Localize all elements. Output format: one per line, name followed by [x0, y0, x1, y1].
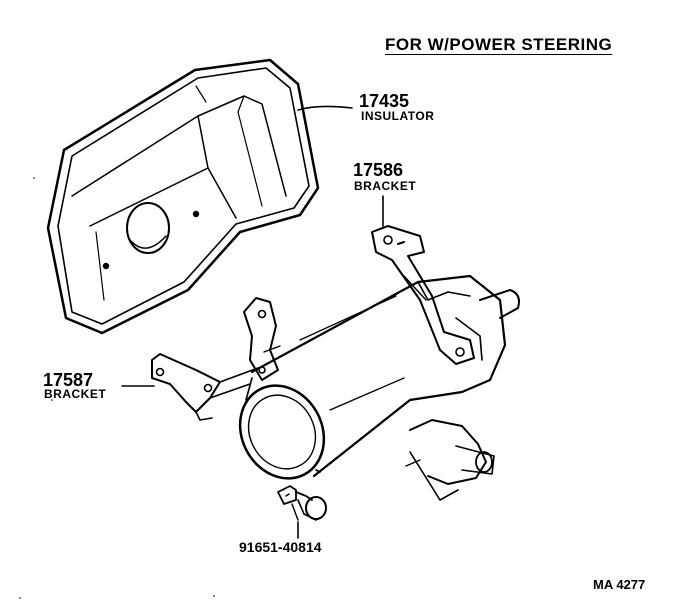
bracket-upper-drawing [371, 225, 475, 365]
diagram-code: MA 4277 [593, 577, 646, 592]
insulator-drawing [46, 58, 320, 335]
pump-drawing [238, 274, 520, 501]
bracket-upper-part-number: 17586 [353, 160, 404, 180]
bolt-part-number: 91651-40814 [239, 539, 322, 555]
insulator-part-number: 17435 [359, 91, 410, 111]
bracket-lower-part-name: BRACKET [44, 387, 107, 401]
bracket-lower-part-number: 17587 [43, 370, 94, 390]
insulator-part-name: INSULATOR [361, 109, 435, 123]
insulator-leader [297, 105, 353, 111]
bolt-drawing [277, 485, 327, 521]
bracket-lower-drawing [151, 297, 281, 421]
page-title: FOR W/POWER STEERING [385, 35, 613, 54]
bracket-upper-part-name: BRACKET [354, 179, 417, 193]
